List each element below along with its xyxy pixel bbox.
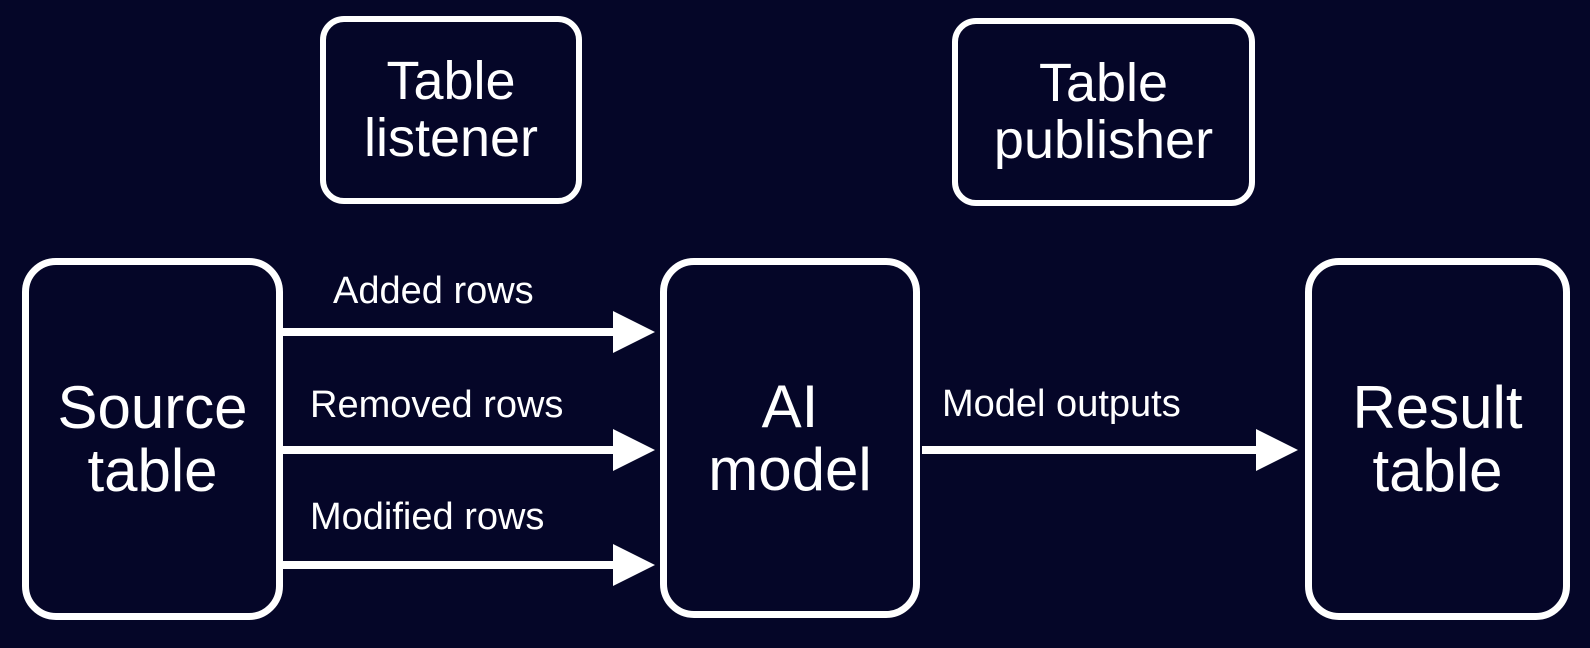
node-table-publisher[interactable]: Table publisher [952, 18, 1255, 206]
edge-label-added-rows: Added rows [333, 270, 534, 312]
node-table-listener[interactable]: Table listener [320, 16, 582, 204]
edge-label-modified-rows: Modified rows [310, 496, 545, 538]
node-table-publisher-line2: publisher [993, 110, 1214, 170]
node-source-table-line1: Source [57, 374, 248, 441]
node-ai-model-line1: AI [761, 373, 819, 440]
node-result-table[interactable]: Result table [1305, 258, 1570, 620]
node-source-table[interactable]: Source table [22, 258, 283, 620]
node-result-table-line1: Result [1352, 374, 1523, 441]
node-source-table-line2: table [87, 437, 218, 504]
arrow-shaft [283, 446, 613, 454]
edge-label-removed-rows: Removed rows [310, 384, 564, 426]
arrow-shaft [283, 328, 613, 336]
arrowhead-icon [613, 311, 655, 353]
node-ai-model-line2: model [708, 436, 872, 503]
arrow-shaft [922, 446, 1256, 454]
node-table-listener-line1: Table [386, 51, 516, 112]
arrowhead-icon [613, 544, 655, 586]
arrowhead-icon [1256, 429, 1298, 471]
node-ai-model[interactable]: AI model [660, 258, 920, 618]
node-result-table-line2: table [1372, 437, 1503, 504]
edge-label-model-outputs: Model outputs [942, 383, 1181, 425]
node-table-listener-line2: listener [363, 108, 539, 168]
node-table-publisher-line1: Table [1038, 53, 1169, 114]
arrow-shaft [283, 561, 613, 569]
arrowhead-icon [613, 429, 655, 471]
